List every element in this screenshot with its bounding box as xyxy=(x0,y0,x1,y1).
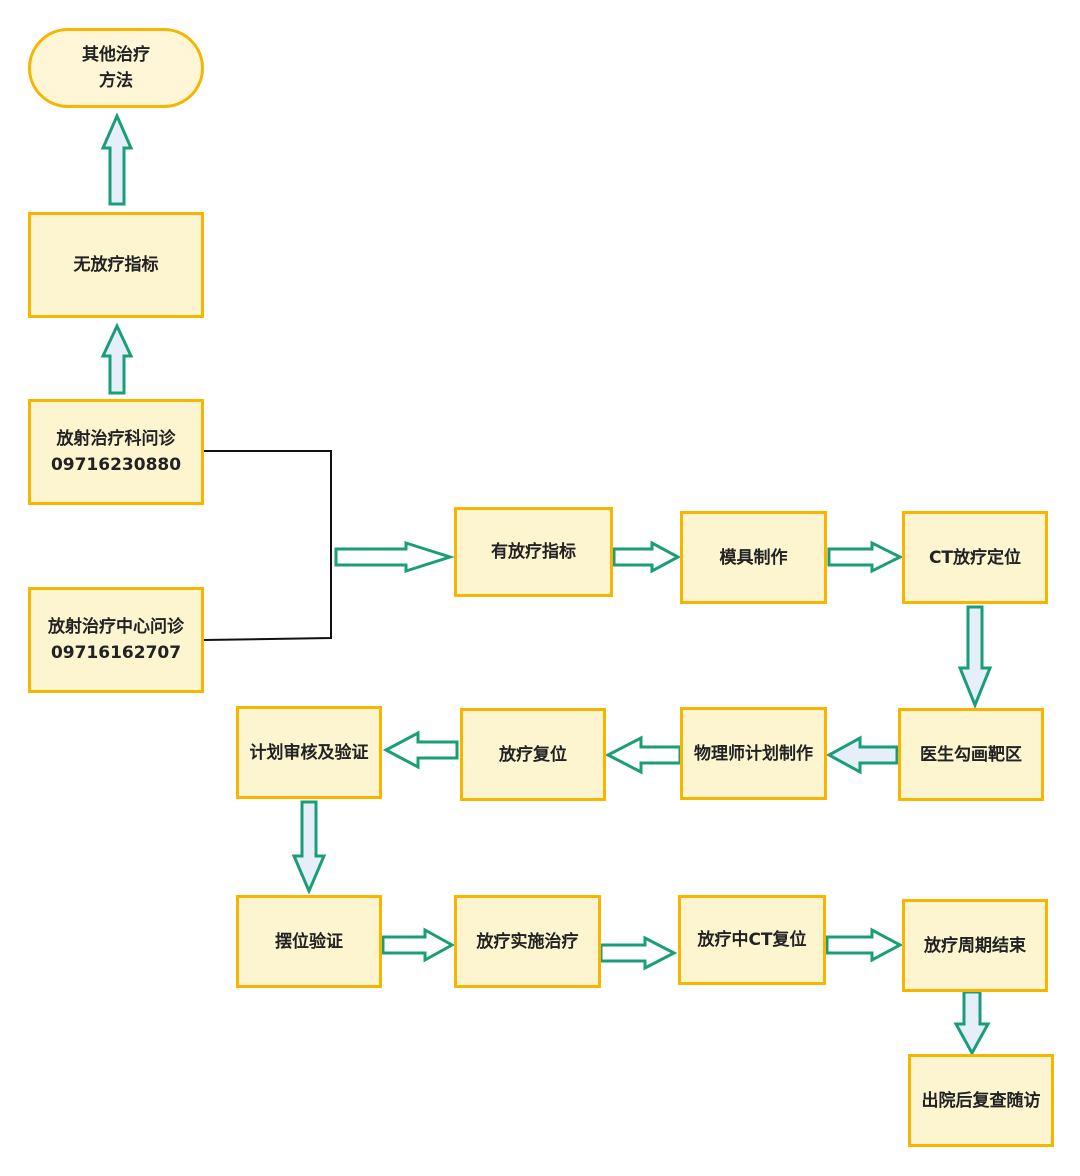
node-mold: 模具制作 xyxy=(680,511,827,604)
node-plan-review: 计划审核及验证 xyxy=(236,706,382,799)
arrow-up-to-other-methods xyxy=(100,112,134,206)
connector-line xyxy=(203,450,332,641)
arrow-down-to-target-delineation xyxy=(957,605,993,709)
node-physics-plan: 物理师计划制作 xyxy=(680,707,827,800)
node-ct-reset: 放疗中CT复位 xyxy=(678,895,826,985)
arrow-right-to-treatment xyxy=(381,927,456,963)
node-ct-position: CT放疗定位 xyxy=(902,511,1048,604)
node-no-indication: 无放疗指标 xyxy=(28,212,204,318)
node-followup: 出院后复查随访 xyxy=(908,1054,1054,1147)
arrow-right-to-cycle-end xyxy=(825,927,904,963)
node-target-delineation: 医生勾画靶区 xyxy=(898,708,1044,801)
node-reset: 放疗复位 xyxy=(460,708,606,801)
arrow-down-to-followup xyxy=(953,990,991,1057)
arrow-up-to-no-indication xyxy=(100,322,134,395)
node-setup-verify: 摆位验证 xyxy=(236,895,382,988)
node-dept-consult: 放射治疗科问诊 09716230880 xyxy=(28,399,204,505)
arrow-right-to-has-indication xyxy=(334,540,455,574)
arrow-left-to-reset xyxy=(604,735,682,775)
arrow-right-to-ct-reset xyxy=(599,935,678,971)
node-has-indication: 有放疗指标 xyxy=(454,507,613,597)
arrow-right-to-ct-position xyxy=(827,540,904,574)
node-treatment: 放疗实施治疗 xyxy=(454,895,601,988)
node-other-methods: 其他治疗 方法 xyxy=(28,28,204,108)
arrow-down-to-setup-verify xyxy=(291,800,327,895)
node-center-consult: 放射治疗中心问诊 09716162707 xyxy=(28,587,204,693)
arrow-left-to-physics-plan xyxy=(825,735,899,775)
arrow-left-to-plan-review xyxy=(382,730,459,770)
arrow-right-to-mold xyxy=(612,540,682,574)
node-cycle-end: 放疗周期结束 xyxy=(902,899,1048,992)
